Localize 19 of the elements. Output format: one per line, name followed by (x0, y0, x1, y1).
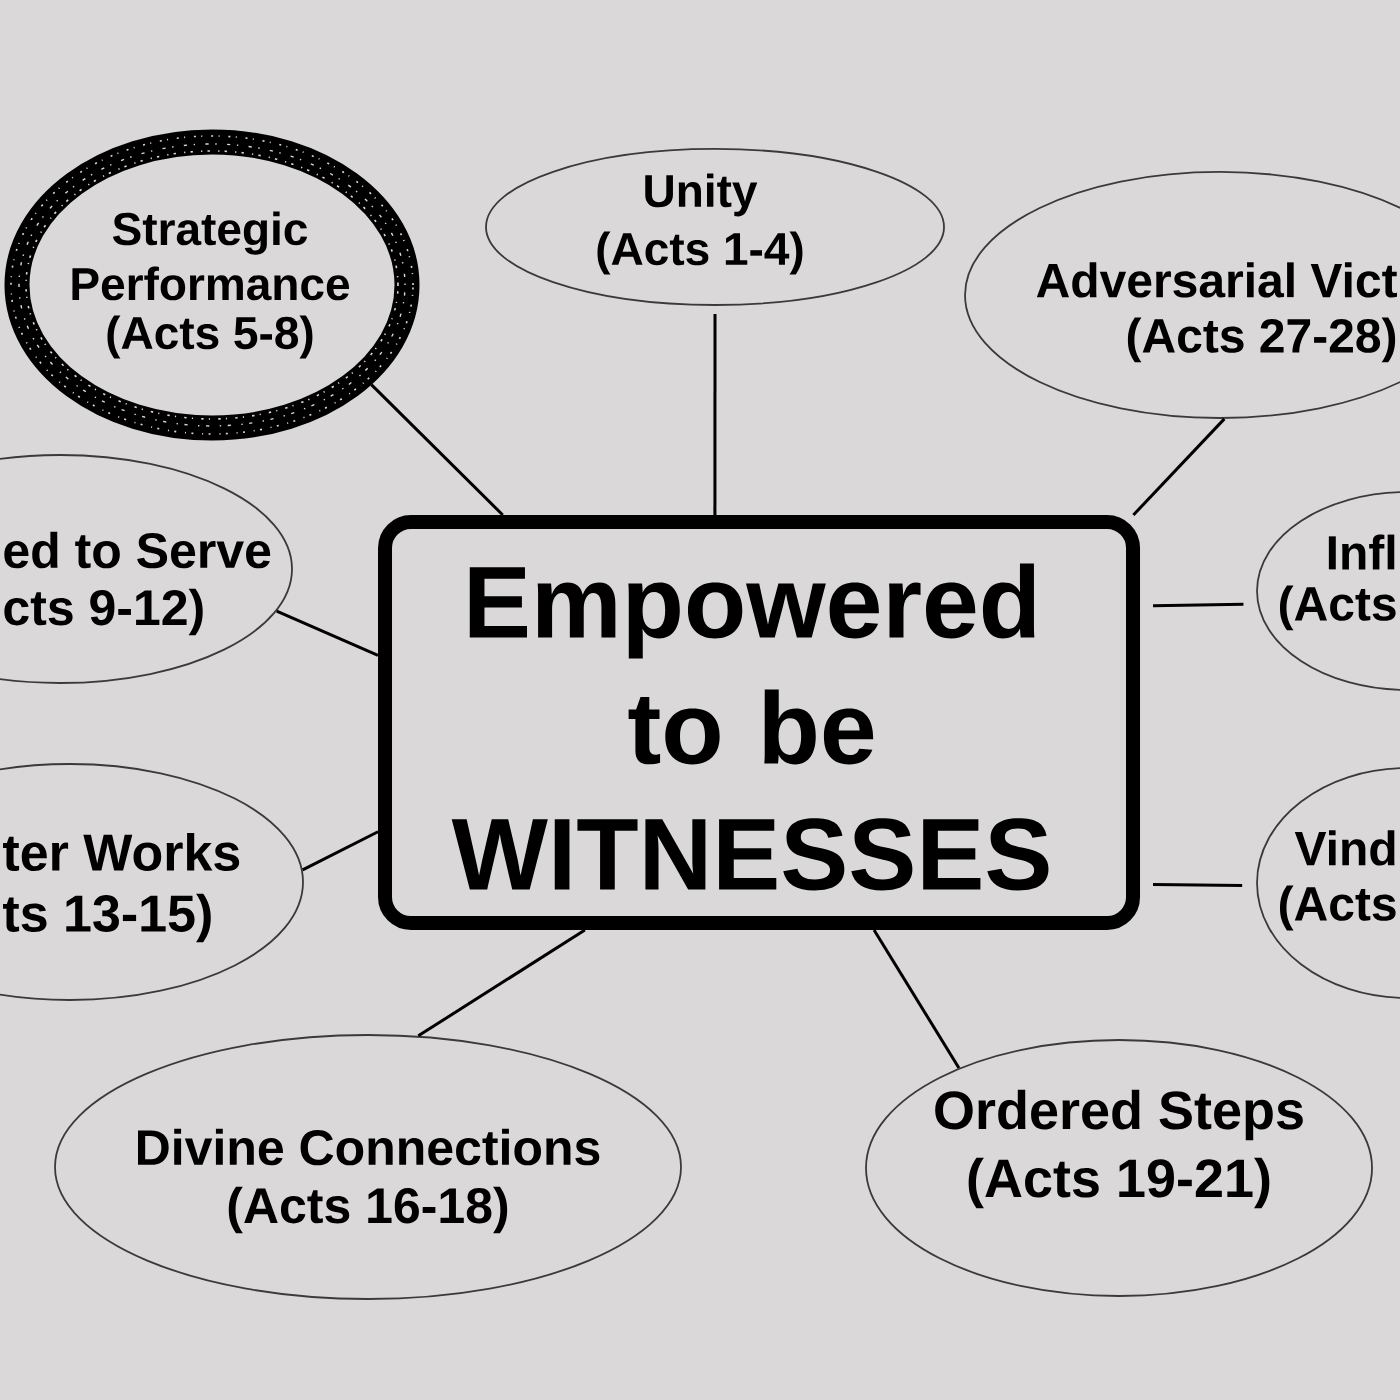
topic-bubble: Adversarial Vict (Acts 27-28) (964, 171, 1400, 419)
connector-line (872, 929, 961, 1069)
topic-bubble: Divine Connections (Acts 16-18) (54, 1034, 682, 1300)
connector-line (1132, 417, 1226, 516)
topic-bubble: Strategic Performance (Acts 5-8) (4, 129, 420, 441)
connector-line (417, 928, 586, 1038)
connector-line (276, 609, 379, 657)
connector-line (1153, 602, 1244, 608)
topic-bubble: ed to Serve cts 9-12) (0, 454, 293, 684)
topic-bubble: ter Works ts 13-15) (0, 763, 304, 1001)
topic-bubble: Infl (Acts (1256, 491, 1400, 691)
connector-line (370, 383, 504, 517)
topic-bubble: Vind (Acts (1256, 767, 1400, 999)
topic-bubble: Ordered Steps (Acts 19-21) (865, 1039, 1373, 1297)
connector-line (713, 313, 717, 515)
connector-line (1153, 882, 1243, 887)
topic-bubble: Unity (Acts 1-4) (485, 148, 945, 306)
title-box: Empowered to be WITNESSES (378, 515, 1140, 930)
connector-line (302, 830, 379, 872)
